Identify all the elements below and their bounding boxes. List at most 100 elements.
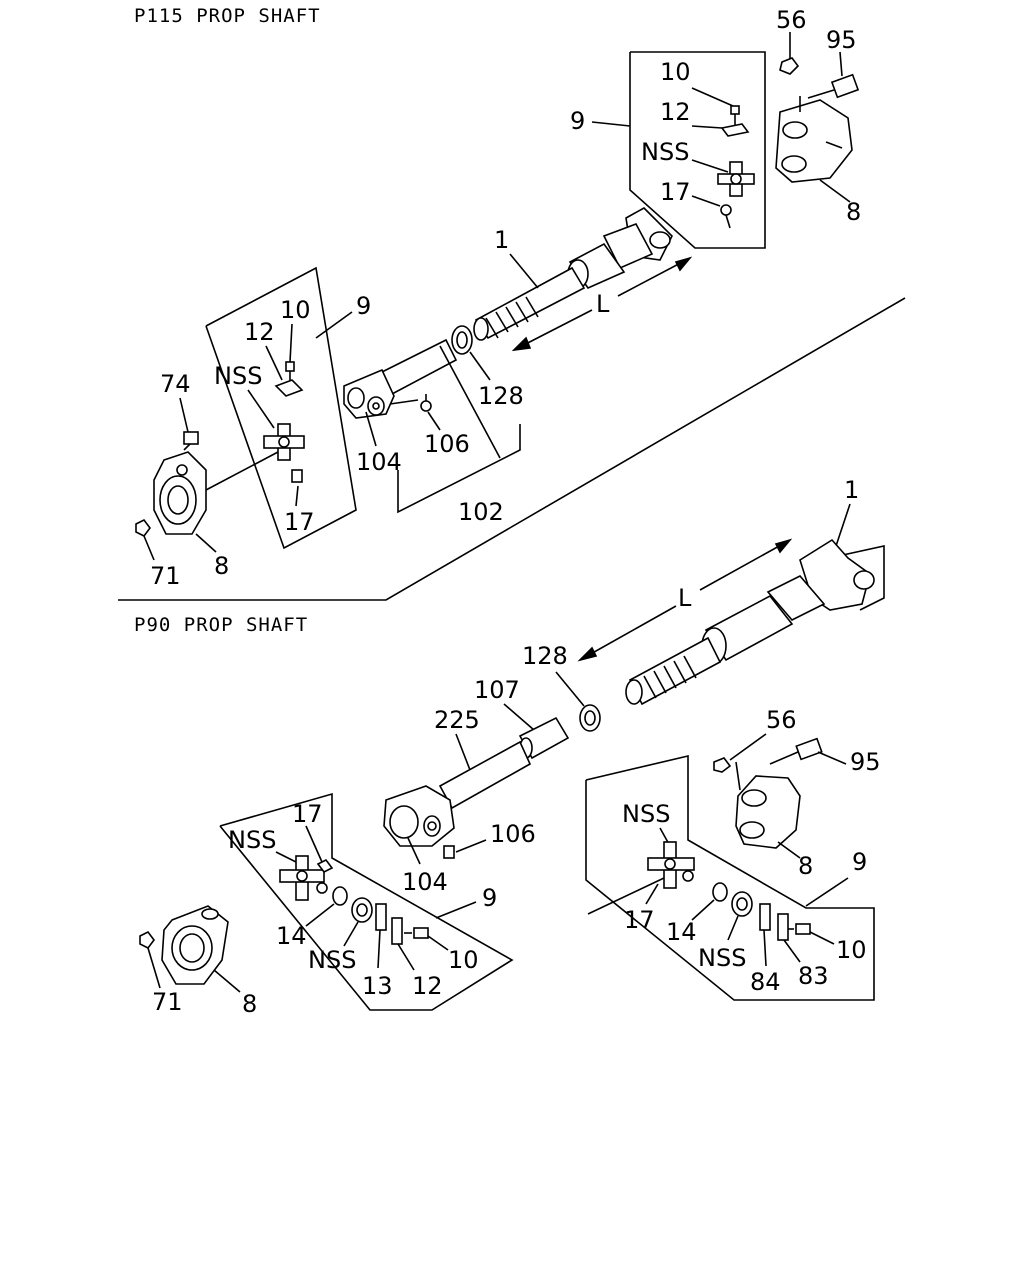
leader-line	[503, 703, 535, 731]
leader-line	[587, 877, 665, 915]
callout-9: 9	[482, 884, 497, 912]
leader-line	[809, 931, 835, 945]
callout-225: 225	[434, 706, 480, 734]
lock-plate-part	[391, 917, 403, 945]
lock-plate-part	[375, 903, 387, 931]
dimension-line	[699, 539, 791, 591]
grease-fitting-part	[720, 204, 732, 229]
bracket-102	[397, 424, 521, 514]
callout-128: 128	[522, 642, 568, 670]
callout-nss: NSS	[308, 946, 356, 974]
callout-104: 104	[356, 448, 402, 476]
leader-line	[247, 389, 275, 429]
leader-line	[691, 125, 723, 129]
callout-95: 95	[826, 26, 857, 54]
leader-line	[407, 837, 421, 865]
lock-plate-part	[274, 379, 304, 397]
callout-102: 102	[458, 498, 504, 526]
leader-line	[455, 733, 471, 771]
callout-83: 83	[798, 962, 829, 990]
universal-joint-cross-part	[263, 423, 305, 461]
callout-12: 12	[660, 98, 691, 126]
leader-line	[265, 345, 283, 381]
leader-line	[839, 51, 843, 77]
leader-line	[835, 503, 851, 547]
leader-line	[205, 451, 279, 491]
needle-bearing-part	[351, 897, 373, 923]
universal-joint-cross-part	[647, 841, 695, 889]
leader-line	[783, 939, 801, 963]
callout-1: 1	[494, 226, 509, 254]
leader-line	[305, 825, 323, 863]
callout-17: 17	[624, 906, 655, 934]
callout-10: 10	[448, 946, 479, 974]
slip-yoke-part	[343, 338, 458, 419]
leader-line	[213, 969, 241, 993]
seal-part	[332, 886, 348, 906]
bolt-part	[807, 73, 860, 99]
callout-17: 17	[660, 178, 691, 206]
p90-right-kit-box	[585, 754, 875, 1001]
callout-95: 95	[850, 748, 881, 776]
p115-top-kit-box	[629, 51, 766, 249]
nut-part	[135, 518, 151, 538]
nut-part	[139, 930, 155, 950]
slip-yoke-part	[383, 716, 570, 847]
seal-inner	[584, 710, 596, 726]
callout-14: 14	[276, 922, 307, 950]
leader-line	[591, 121, 631, 127]
callout-10: 10	[660, 58, 691, 86]
callout-8: 8	[214, 552, 229, 580]
seal-part	[712, 882, 728, 902]
leader-line	[195, 533, 217, 553]
callout-106: 106	[490, 820, 536, 848]
leader-line	[645, 883, 659, 905]
leader-line	[305, 903, 335, 927]
leader-line	[147, 947, 161, 989]
shaft-assembly-part	[625, 538, 875, 706]
dimension-line	[579, 605, 677, 661]
leader-line	[691, 195, 721, 207]
callout-9: 9	[570, 107, 585, 135]
p90-section-title: P90 PROP SHAFT	[134, 614, 308, 636]
callout-9: 9	[852, 848, 867, 876]
leader-line	[817, 751, 847, 765]
grease-fitting-part	[443, 845, 455, 859]
callout-71: 71	[150, 562, 181, 590]
leader-line	[343, 921, 359, 947]
leader-line	[729, 733, 767, 761]
leader-line	[691, 899, 715, 921]
leader-line	[289, 323, 293, 363]
leader-line	[691, 87, 734, 107]
leader-line	[555, 671, 585, 707]
dimension-arrow	[674, 256, 693, 272]
flange-yoke-part	[735, 761, 801, 849]
shaft-assembly-part	[473, 207, 673, 341]
callout-12: 12	[412, 972, 443, 1000]
p115-section-title: P115 PROP SHAFT	[134, 5, 321, 27]
bolt-part	[788, 923, 811, 935]
leader-line	[389, 399, 419, 405]
callout-128: 128	[478, 382, 524, 410]
seal-inner	[456, 331, 468, 349]
leader-line	[143, 535, 155, 561]
leader-line	[377, 929, 381, 969]
flange-yoke-part	[775, 96, 853, 183]
nut-part	[713, 757, 732, 773]
callout-13: 13	[362, 972, 393, 1000]
needle-bearing-part	[731, 891, 753, 917]
grease-fitting-part	[291, 469, 303, 483]
callout-9: 9	[356, 292, 371, 320]
dimension-arrow	[774, 538, 793, 554]
leader-line	[469, 351, 491, 381]
callout-74: 74	[160, 370, 191, 398]
callout-8: 8	[846, 198, 861, 226]
lock-plate-part	[759, 903, 771, 931]
callout-nss: NSS	[228, 826, 276, 854]
universal-joint-cross-part	[279, 855, 328, 901]
nut-part	[779, 57, 800, 75]
leader-line	[295, 485, 299, 507]
p115-left-kit-box	[205, 266, 357, 550]
universal-joint-cross-part	[717, 161, 755, 197]
callout-56: 56	[776, 6, 807, 34]
